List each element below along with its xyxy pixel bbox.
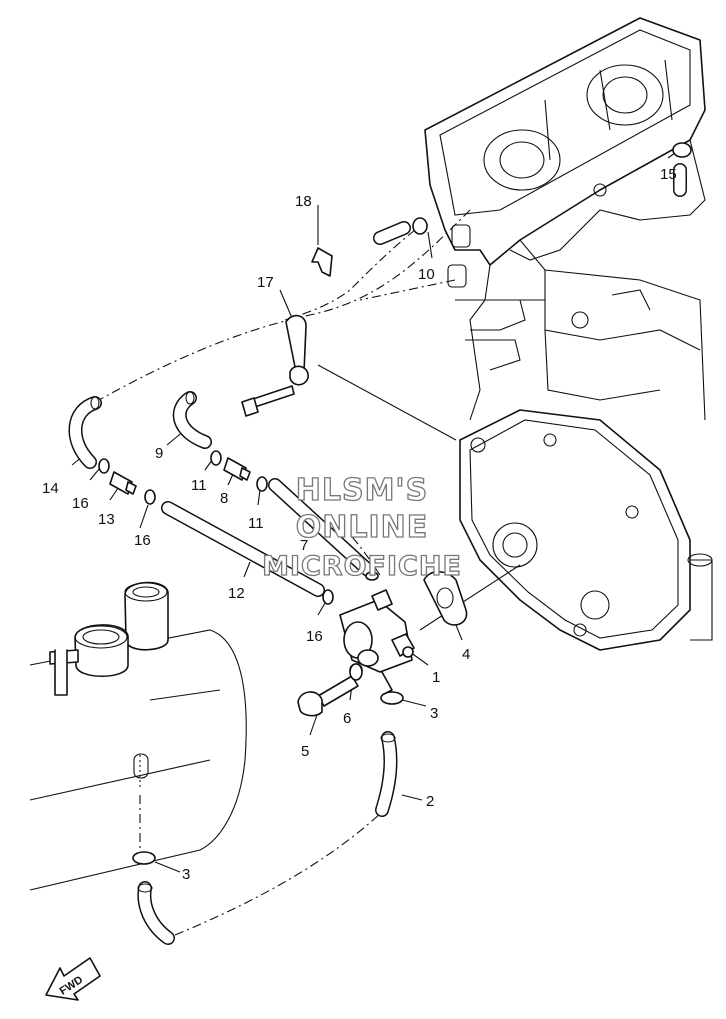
routing-lines: [71, 147, 683, 936]
callout-16-a: 16: [72, 495, 89, 512]
fittings: [98, 142, 692, 865]
callout-15: 15: [660, 166, 677, 183]
callout-17: 17: [257, 274, 274, 291]
callout-10: 10: [418, 266, 435, 283]
callout-3-lower: 3: [182, 866, 190, 883]
callout-11-right: 11: [248, 515, 264, 532]
forward-direction-arrow: FWD: [45, 957, 101, 1001]
callout-6: 6: [343, 710, 351, 727]
callout-14: 14: [42, 480, 59, 497]
callout-5: 5: [301, 743, 309, 760]
watermark-line-3: MICROFICHE: [262, 551, 462, 582]
callout-13: 13: [98, 511, 115, 528]
callout-18: 18: [295, 193, 312, 210]
fuel-hoses: [68, 163, 687, 945]
flywheel-cover: [459, 409, 713, 651]
callout-3-upper: 3: [430, 705, 438, 722]
callout-9: 9: [155, 445, 163, 462]
callout-4: 4: [462, 646, 470, 663]
callout-8: 8: [220, 490, 228, 507]
callout-7: 7: [300, 537, 308, 554]
watermark-line-1: HLSM'S: [296, 473, 428, 508]
engine-block: [424, 17, 706, 421]
callout-16-b: 16: [134, 532, 151, 549]
callout-16-c: 16: [306, 628, 323, 645]
callout-12: 12: [228, 585, 245, 602]
bolt-and-washer: [297, 663, 363, 717]
gasket: [423, 570, 468, 626]
watermark-line-2: ONLINE: [296, 510, 429, 545]
watermark: HLSM'S ONLINE MICROFICHE: [261, 472, 462, 582]
fuel-tank: [29, 581, 247, 891]
callout-labels: 1 2 3 3 4 5 6 7 8 9 10 11 11 12 13 14 15…: [42, 166, 677, 883]
callout-11-left: 11: [191, 477, 207, 494]
callout-1: 1: [432, 669, 440, 686]
callout-2: 2: [426, 793, 434, 810]
